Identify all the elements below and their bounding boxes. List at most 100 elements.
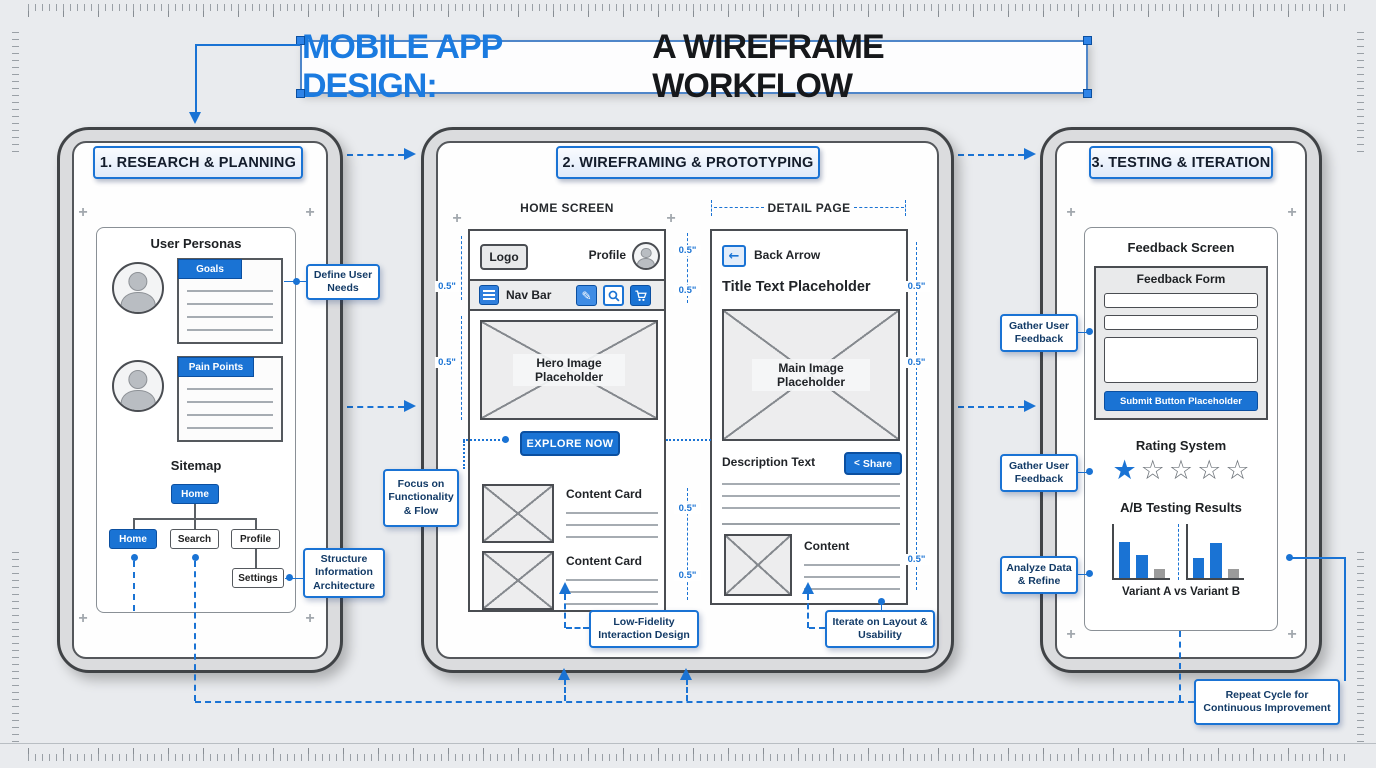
sitemap-line [255,549,257,568]
callout-leader [809,627,825,629]
star-icon-filled: ★ [1112,455,1137,486]
persona-card-goals: Goals [177,258,283,344]
cart-icon [630,285,651,306]
measure-label: 0.5" [674,570,701,581]
callout-leader [566,627,589,629]
content-card-thumbnail [482,551,554,610]
star-icon-empty: ☆ [1197,455,1222,486]
persona-avatar [112,262,164,314]
flow-arrow [1024,400,1036,412]
text-line [187,401,273,403]
connector-dot [293,278,300,285]
ruler-top-minor [28,4,1348,11]
sitemap-node-home: Home [109,529,157,549]
ruler-right-upper [1357,28,1364,152]
caption-bracket [905,200,906,216]
chart-separator [1178,524,1179,580]
home-screen-wireframe: Logo Profile Nav Bar Hero Image Placehol… [468,229,666,612]
text-line [566,579,658,581]
loop-connector [1179,631,1181,701]
measure-label: 0.5" [435,357,459,368]
chart-bar [1210,543,1222,578]
callout-analyze-data-refine: Analyze Data & Refine [1000,556,1078,594]
caption-bracket [711,200,712,216]
phase-2-badge: 2. WIREFRAMING & PROTOTYPING [556,146,820,179]
nav-bar-label: Nav Bar [506,288,552,302]
ruler-bottom-minor [28,754,1348,761]
text-line [566,536,658,538]
divider [722,523,900,525]
divider [470,309,664,311]
connector-dot [1286,554,1293,561]
ab-caption: Variant A vs Variant B [1121,586,1241,598]
text-line [566,591,658,593]
chart-bar [1227,569,1239,578]
title-connector-line [195,44,197,112]
flow-arrow [404,148,416,160]
title-part-1: MOBILE APP DESIGN: [302,28,503,105]
measure-label: 0.5" [903,357,930,368]
share-label: Share [862,457,893,470]
connector-dot [1086,468,1093,475]
connector-dot [286,574,293,581]
measure-line [461,316,462,420]
loop-connector [194,561,196,701]
measure-label: 0.5" [674,285,701,296]
callout-iterate-layout-usability: Iterate on Layout & Usability [825,610,935,648]
rating-system-heading: Rating System [1135,438,1227,453]
chart-bar [1119,542,1131,578]
title-part-2: A WIREFRAME WORKFLOW [652,28,884,105]
diagram-title-box: MOBILE APP DESIGN: A WIREFRAME WORKFLOW [300,28,1088,105]
ruler-top-major [28,4,1348,17]
submit-button-placeholder: Submit Button Placeholder [1104,391,1258,411]
content-card-title: Content Card [566,487,642,501]
connector-dot [192,554,199,561]
text-line [187,316,273,318]
star-icon-empty: ☆ [1168,455,1194,486]
caption-bracket [854,207,904,208]
text-line [187,290,273,292]
selection-handle [1083,36,1092,45]
crosshair-mark [1285,628,1299,642]
loop-arrow [680,668,692,680]
text-line [187,427,273,429]
home-screen-caption: HOME SCREEN [520,201,614,215]
ab-testing-heading: A/B Testing Results [1120,500,1242,515]
form-textarea [1104,337,1258,383]
callout-leader [1078,332,1090,333]
hero-image-placeholder: Hero Image Placeholder [480,320,658,420]
loop-connector [133,561,135,611]
callout-low-fidelity-interaction-design: Low-Fidelity Interaction Design [589,610,699,648]
flow-connector [958,406,1024,408]
detail-page-wireframe: Back Arrow Title Text Placeholder Main I… [710,229,908,605]
phase-1-badge: 1. RESEARCH & PLANNING [93,146,303,179]
measure-line [461,236,462,300]
callout-structure-information-architecture: Structure Information Architecture [303,548,385,598]
variant-b-bar-chart [1186,524,1244,580]
text-line [804,588,900,590]
text-line [722,495,900,497]
text-line [187,303,273,305]
callout-leader [807,594,809,628]
divider [470,279,664,281]
loop-connector [686,679,688,701]
callout-leader [463,441,465,469]
text-line [566,524,658,526]
star-icon-empty: ☆ [1140,455,1165,486]
callout-arrow [802,582,814,594]
sitemap-heading: Sitemap [170,458,222,473]
bottom-hairline [0,743,1376,744]
chart-bar [1193,558,1205,578]
crosshair-mark [76,206,90,220]
star-icon-empty: ☆ [1225,455,1250,486]
profile-label: Profile [588,248,626,262]
connector-dot [1086,570,1093,577]
crosshair-mark [1285,206,1299,220]
sitemap-node-search: Search [170,529,219,549]
text-line [722,483,900,485]
share-button: Share [844,452,902,475]
variant-a-bar-chart [1112,524,1170,580]
content-thumbnail [724,534,792,596]
text-line [804,576,900,578]
repeat-loop-line [1344,557,1346,681]
